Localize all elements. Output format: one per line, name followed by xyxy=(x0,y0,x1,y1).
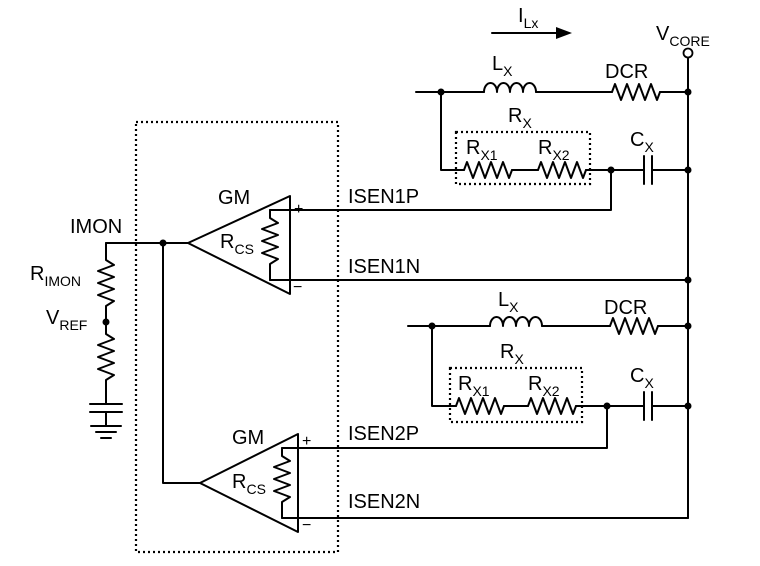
phase1-inductor-label: LX xyxy=(492,53,513,79)
lower-resistor xyxy=(97,321,115,405)
isen2p-label: ISEN2P xyxy=(348,423,419,445)
amp1-rcs-label: RCS xyxy=(220,231,254,257)
phase2-rx-box xyxy=(448,366,584,424)
phase2-rx2-resistor xyxy=(527,397,577,415)
amp1-rcs-resistor xyxy=(261,209,279,281)
phase1-rx1-resistor xyxy=(463,161,513,179)
amp1-minus-sign: − xyxy=(293,279,302,296)
phase1-rx-box xyxy=(454,130,592,186)
isen1n-label: ISEN1N xyxy=(348,256,420,278)
rimon-label: RIMON xyxy=(30,263,81,289)
isen2n-label: ISEN2N xyxy=(348,491,420,513)
phase1-rx-label: RX xyxy=(508,105,532,131)
amp2-plus-sign: + xyxy=(302,433,311,450)
phase1-inductor xyxy=(483,82,537,93)
phase1-cx-label: CX xyxy=(630,129,654,155)
amp2-rcs-label: RCS xyxy=(232,471,266,497)
current-arrow xyxy=(491,27,572,39)
phase2-cx-label: CX xyxy=(630,365,654,391)
vcore-label: VCORE xyxy=(656,23,710,49)
phase2-rx-label: RX xyxy=(500,341,524,367)
amp1-gm-label: GM xyxy=(218,187,250,209)
controller-box xyxy=(134,120,340,554)
phase1-dcr-resistor xyxy=(611,83,661,101)
amp1-plus-sign: + xyxy=(294,201,303,218)
phase2-dcr-label: DCR xyxy=(604,297,647,319)
phase2-rx2-label: RX2 xyxy=(528,373,560,399)
phase2-rx1-label: RX1 xyxy=(458,373,490,399)
phase2-inductor-label: LX xyxy=(498,289,519,315)
imon-label: IMON xyxy=(70,216,122,238)
phase1-rx1-label: RX1 xyxy=(466,137,498,163)
rimon-resistor xyxy=(97,242,115,323)
phase1-network xyxy=(289,82,692,284)
phase2-inductor xyxy=(489,316,543,327)
amp2-rcs-resistor xyxy=(273,447,291,519)
isen1p-label: ISEN1P xyxy=(348,186,419,208)
phase2-rx1-resistor xyxy=(455,397,505,415)
imon-network xyxy=(89,239,201,484)
amp2-transconductance xyxy=(199,433,299,533)
vcore-terminal xyxy=(682,47,694,59)
current-label: ILx xyxy=(518,5,538,31)
amp1-transconductance xyxy=(187,195,291,295)
amp2-minus-sign: − xyxy=(302,517,311,534)
phase1-rx2-resistor xyxy=(537,161,587,179)
vref-label: VREF xyxy=(46,307,87,333)
amp2-gm-label: GM xyxy=(232,427,264,449)
phase2-dcr-resistor xyxy=(609,317,659,335)
phase2-network xyxy=(297,316,692,519)
phase1-rx2-label: RX2 xyxy=(538,137,570,163)
phase1-dcr-label: DCR xyxy=(605,61,648,83)
